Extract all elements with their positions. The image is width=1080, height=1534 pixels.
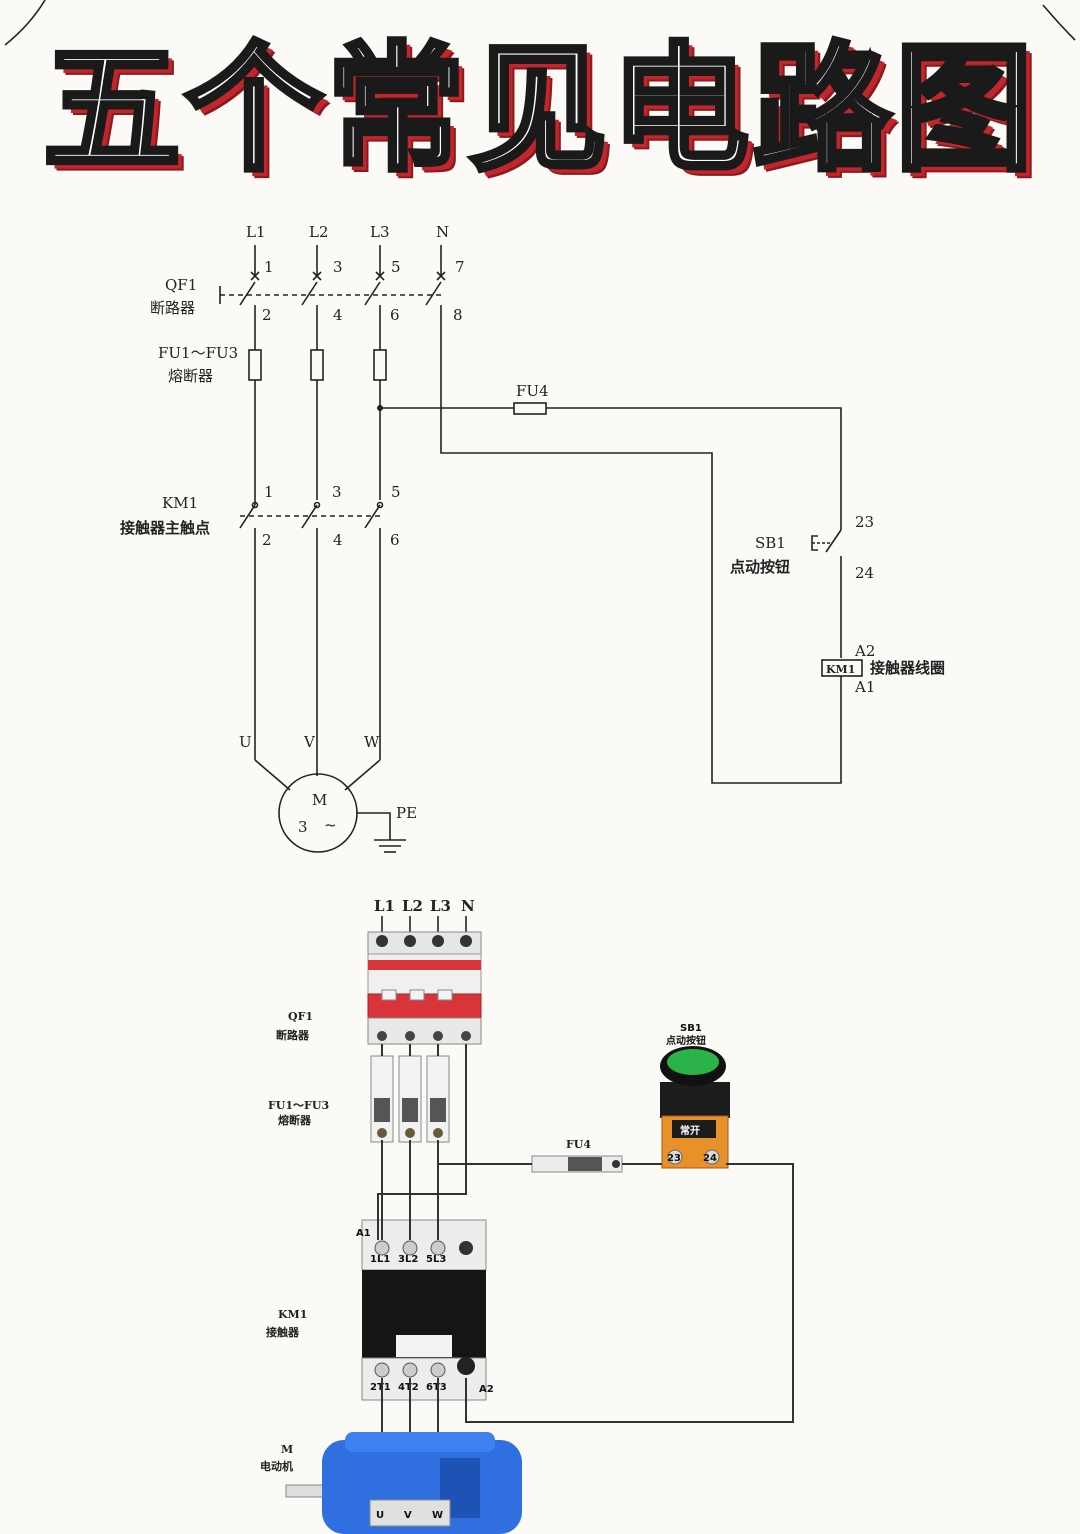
motor-terminal-u: U	[239, 733, 252, 751]
wiring-km1-code: KM1	[278, 1308, 307, 1321]
sb1-name: 点动按钮	[730, 558, 790, 576]
km1-label-1l1: 1L1	[370, 1254, 390, 1265]
km1-a2-label: A2	[479, 1384, 494, 1395]
km1-label-3l2: 3L2	[398, 1254, 418, 1265]
wiring-sb1-terminal-24: 24	[703, 1153, 717, 1164]
km1-main-contacts	[239, 500, 381, 760]
fuses-fu1-fu3	[248, 320, 387, 381]
wiring-sb1-terminal-23: 23	[667, 1153, 681, 1164]
phase-label-l2: L2	[309, 223, 329, 241]
wiring-sb1-name: 点动按钮	[666, 1034, 706, 1047]
km1-terminal-6: 6	[390, 531, 400, 549]
wiring-phase-l1: L1	[374, 897, 395, 915]
km1-terminal-4: 4	[333, 531, 343, 549]
junction-dot	[377, 405, 383, 411]
pe-label: PE	[396, 804, 417, 822]
fu4-code: FU4	[516, 382, 549, 400]
sb1-terminal-24: 24	[855, 564, 874, 582]
wiring-phase-l3: L3	[430, 897, 451, 915]
km1-contact-dot	[251, 501, 259, 509]
fuse-holders-device	[370, 1055, 450, 1143]
sb1-plate: 常开	[680, 1124, 700, 1137]
motor-symbol	[254, 759, 406, 853]
wiring-motor-name: 电动机	[260, 1459, 293, 1473]
qf1-breaker-symbol	[219, 281, 445, 320]
motor-letter: M	[312, 791, 327, 809]
motor-terminal-v: V	[303, 733, 316, 751]
wiring-motor-terminal-v: V	[404, 1510, 412, 1521]
km1-name: 接触器主触点	[120, 519, 210, 537]
fu4-device	[531, 1155, 623, 1173]
wiring-motor-terminal-u: U	[376, 1510, 384, 1521]
km1-a1-label: A1	[356, 1228, 371, 1239]
sb1-pushbutton-symbol	[811, 529, 863, 690]
phase-label-l3: L3	[370, 223, 390, 241]
motor-phase-count: 3	[298, 818, 308, 836]
page-title: 五个常见电路图	[40, 27, 1037, 192]
sb1-button-device	[660, 1046, 730, 1169]
wiring-motor-code: M	[281, 1443, 293, 1456]
km1-terminal-2: 2	[262, 531, 272, 549]
fuse-name: 熔断器	[168, 367, 213, 385]
km1-terminal-1: 1	[264, 483, 274, 501]
motor-tilde: ~	[324, 816, 337, 834]
terminal-3: 3	[333, 258, 343, 276]
terminal-5: 5	[391, 258, 401, 276]
phase-label-l1: L1	[246, 223, 266, 241]
main-wires-upper	[254, 320, 842, 784]
incoming-lines	[250, 245, 446, 281]
km1-contact-dot	[313, 501, 321, 509]
motor-terminal-w: W	[364, 733, 380, 751]
coil-name: 接触器线圈	[870, 659, 945, 677]
coil-code: KM1	[826, 663, 855, 676]
km1-code: KM1	[162, 494, 198, 512]
km1-terminal-5: 5	[391, 483, 401, 501]
km1-contactor-device	[361, 1219, 487, 1401]
coil-terminal-a2: A2	[854, 642, 875, 660]
km1-label-4t2: 4T2	[398, 1382, 419, 1393]
km1-contact-dot	[376, 501, 384, 509]
wiring-qf1-name: 断路器	[276, 1028, 310, 1042]
wiring-phase-n: N	[461, 897, 475, 915]
phase-label-n: N	[436, 223, 449, 241]
wiring-motor-terminal-w: W	[432, 1510, 443, 1521]
corner-decoration-right	[1042, 4, 1076, 41]
wiring-qf1-code: QF1	[288, 1010, 313, 1023]
sb1-terminal-23: 23	[855, 513, 874, 531]
fuse-code: FU1～FU3	[158, 344, 238, 362]
corner-decoration-left	[4, 0, 46, 46]
km1-label-5l3: 5L3	[426, 1254, 446, 1265]
qf1-breaker-device	[367, 931, 482, 1045]
qf1-name: 断路器	[150, 299, 195, 317]
wiring-sb1-code: SB1	[680, 1023, 702, 1034]
qf1-code: QF1	[165, 276, 197, 294]
terminal-7: 7	[455, 258, 465, 276]
qf1-terminal-4: 4	[333, 306, 343, 324]
km1-label-2t1: 2T1	[370, 1382, 391, 1393]
qf1-terminal-2: 2	[262, 306, 272, 324]
wiring-km1-name: 接触器	[266, 1325, 300, 1339]
coil-terminal-a1: A1	[854, 678, 875, 696]
terminal-1: 1	[264, 258, 274, 276]
qf1-terminal-8: 8	[453, 306, 463, 324]
wiring-fuse-name: 熔断器	[278, 1113, 312, 1127]
motor-device	[285, 1432, 522, 1534]
km1-label-6t3: 6T3	[426, 1382, 447, 1393]
wiring-fu4-code: FU4	[566, 1138, 591, 1151]
wiring-phase-l2: L2	[402, 897, 423, 915]
qf1-terminal-6: 6	[390, 306, 400, 324]
wiring-fuse-code: FU1～FU3	[268, 1099, 329, 1112]
wiring-diagram: L1 L2 L3 N QF1	[260, 897, 794, 1534]
km1-terminal-3: 3	[332, 483, 342, 501]
sb1-code: SB1	[755, 534, 786, 552]
schematic-diagram: L1 L2 L3 N 1 3 5 7 QF1 断路器	[120, 223, 945, 853]
